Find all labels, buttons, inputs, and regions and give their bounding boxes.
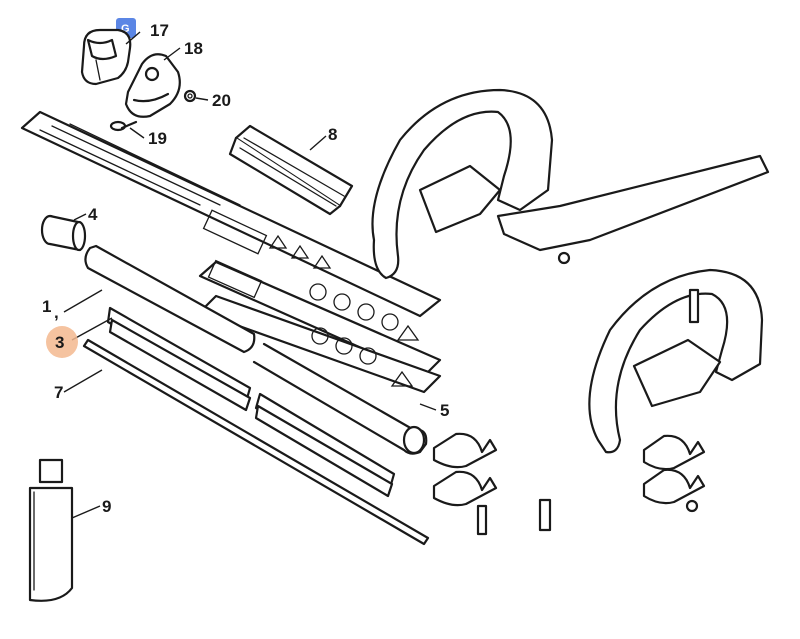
part-9-grease-tube	[28, 458, 74, 602]
callout-3[interactable]: 3	[55, 333, 64, 352]
callout-9[interactable]: 9	[102, 497, 111, 516]
callout-5[interactable]: 5	[440, 401, 449, 420]
callout-labels: 17 18 20 19 8 4 1 , 3 7 5 9	[42, 21, 449, 516]
callout-18[interactable]: 18	[184, 39, 203, 58]
loop-handle-left	[371, 88, 770, 280]
part-1-tube	[84, 244, 428, 455]
part-19-screw	[109, 120, 138, 132]
part-18-handle-clip	[124, 53, 181, 118]
part-20-nut	[183, 89, 197, 103]
part-7-drive-shaft	[82, 338, 430, 546]
lower-clamps-right	[642, 434, 706, 513]
callout-4[interactable]: 4	[88, 205, 98, 224]
part-8-sleeve	[228, 124, 354, 216]
callout-8[interactable]: 8	[328, 125, 337, 144]
part-3-liner	[106, 306, 396, 498]
translate-icon: G	[121, 23, 130, 35]
callout-3-highlight	[46, 326, 78, 358]
callout-1[interactable]: 1	[42, 297, 51, 316]
callout-7[interactable]: 7	[54, 383, 63, 402]
lower-clamps-left	[432, 432, 552, 536]
callout-17[interactable]: 17	[150, 21, 169, 40]
part-4-bushing	[40, 214, 87, 252]
callout-20[interactable]: 20	[212, 91, 231, 110]
part-5-sticker	[198, 259, 442, 394]
sticker-sheet	[20, 110, 442, 318]
part-17-clamp	[80, 28, 132, 86]
callout-19[interactable]: 19	[148, 129, 167, 148]
loop-handle-right	[588, 268, 764, 454]
leader-lines	[63, 31, 437, 519]
callout-1-suffix: ,	[54, 303, 59, 322]
